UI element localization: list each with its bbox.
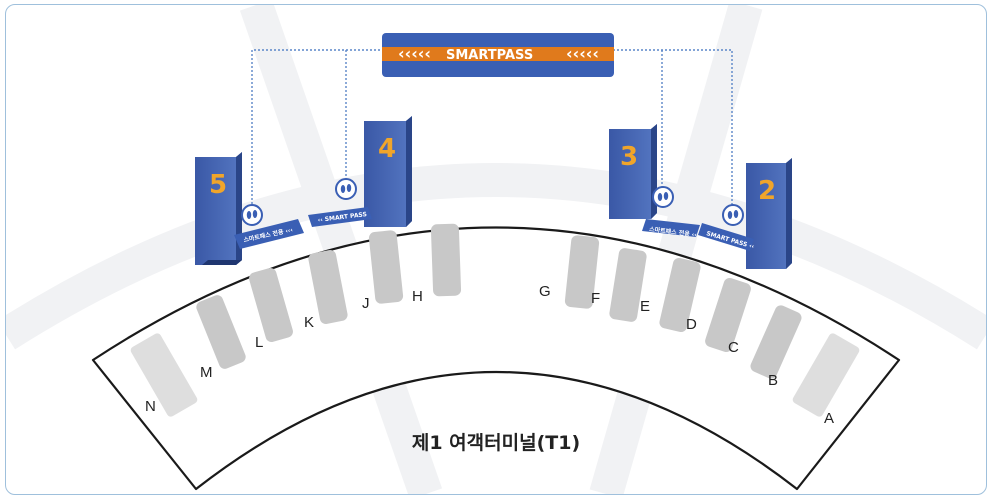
counter-mat-2 xyxy=(698,223,754,251)
row-label-a: A xyxy=(824,410,834,427)
counter-5: 5 스마트패스 전용 ‹‹‹ xyxy=(195,152,304,265)
row-island-n xyxy=(130,333,198,417)
checkin-rows xyxy=(130,223,860,417)
row-island-h xyxy=(430,223,462,297)
counter-number-5: 5 xyxy=(209,170,227,200)
row-label-k: K xyxy=(304,314,314,331)
counter-mat-5 xyxy=(234,219,304,249)
row-island-g xyxy=(564,235,600,309)
counter-mat-4 xyxy=(308,207,372,227)
footprints-icon xyxy=(722,204,744,226)
map-frame: ‹‹‹‹‹ SMARTPASS ‹‹‹‹‹ A B C D E F G H J … xyxy=(5,4,987,495)
row-label-n: N xyxy=(145,398,156,415)
row-label-h: H xyxy=(412,288,423,305)
counter-4: 4 ‹‹ SMART PASS xyxy=(308,116,412,227)
counter-mat-3 xyxy=(642,219,700,237)
smartpass-connector-lines xyxy=(251,49,733,210)
counter-3: 3 스마트패스 전용 ‹‹ xyxy=(609,124,700,239)
row-island-d xyxy=(705,277,751,353)
row-island-j xyxy=(368,230,404,304)
banner-arrows-right: ‹‹‹‹‹ xyxy=(566,44,599,63)
row-island-k xyxy=(308,250,348,324)
terminal-building-outline xyxy=(91,226,901,491)
smartpass-banner: ‹‹‹‹‹ SMARTPASS ‹‹‹‹‹ xyxy=(382,33,614,77)
row-island-m xyxy=(196,295,246,369)
row-label-m: M xyxy=(200,364,213,381)
row-labels: A B C D E F G H J K L M N xyxy=(145,283,834,427)
row-label-j: J xyxy=(362,295,370,312)
terminal-map: ‹‹‹‹‹ SMARTPASS ‹‹‹‹‹ A B C D E F G H J … xyxy=(6,5,986,494)
row-label-d: D xyxy=(686,316,697,333)
row-island-c xyxy=(750,305,802,379)
row-island-f xyxy=(609,248,647,322)
footprints-icon xyxy=(335,178,357,200)
row-label-c: C xyxy=(728,339,739,356)
banner-arrows-left: ‹‹‹‹‹ xyxy=(398,44,431,63)
row-label-g: G xyxy=(539,283,551,300)
row-label-l: L xyxy=(255,334,263,351)
footprints-icon xyxy=(241,204,263,226)
row-label-e: E xyxy=(640,298,650,315)
row-island-l xyxy=(249,267,293,343)
counter-number-4: 4 xyxy=(378,134,396,164)
row-island-e xyxy=(659,257,701,333)
counter-number-2: 2 xyxy=(758,176,776,206)
row-label-f: F xyxy=(591,290,600,307)
row-island-b xyxy=(792,333,860,417)
banner-label: SMARTPASS xyxy=(446,48,533,63)
counter-number-3: 3 xyxy=(620,142,638,172)
row-label-b: B xyxy=(768,372,778,389)
footprints-icon xyxy=(652,186,674,208)
terminal-title: 제1 여객터미널(T1) xyxy=(412,432,580,454)
